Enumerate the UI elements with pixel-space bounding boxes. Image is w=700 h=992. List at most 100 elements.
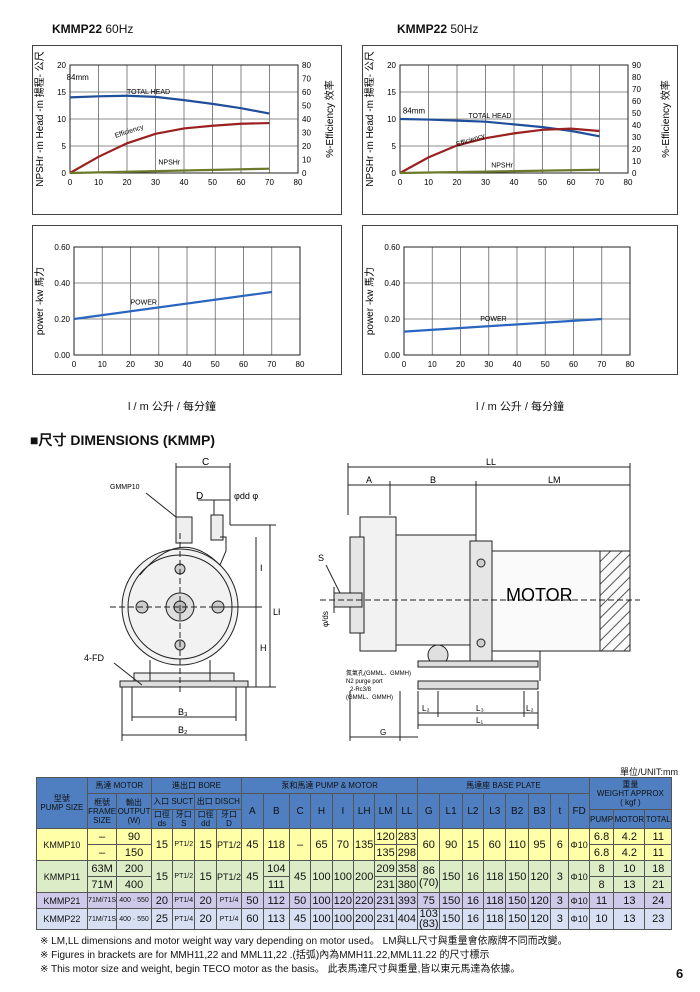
dim-d-label: D [196,491,203,502]
specification-table: 型號 PUMP SIZE 馬達 MOTOR 進出口 BORE 泵和馬達 PUMP… [36,777,673,930]
th-s: 牙口 S [172,809,196,829]
y2-tick-label: 50 [632,109,641,118]
y2-tick-label: 20 [632,145,641,154]
cell: 400 · 550 [116,892,152,909]
cell: 16 [461,892,485,909]
th-col-ll: LL [395,793,419,829]
cell: 400 [116,876,152,893]
x-tick-label: 0 [72,360,77,369]
cell: 60 [483,828,507,861]
y-axis-label: NPSHr -m Head -m 揚程- 公尺 [33,51,46,187]
dim-b2-label: B₂ [178,725,188,735]
cell: 50 [288,892,312,909]
total-head-label: TOTAL HEAD [468,113,511,120]
cell: 118 [483,860,507,893]
row-model: KMMP22 [36,908,88,930]
x-tick-label: 50 [541,360,550,369]
cell: 45 [288,908,312,930]
y-tick-label: 5 [62,142,67,151]
cell: 220 [353,892,376,909]
th-col-g: G [417,793,441,829]
cell: 20 [194,908,217,930]
cell: 150 [439,892,463,909]
x-tick-label: 30 [481,178,490,187]
th-base-plate: 馬達座 BASE PLATE [417,777,590,794]
cell: 60 [241,908,264,930]
cell: 11 [644,828,672,845]
cell: 6.8 [588,828,615,845]
efficiency-label: Efficiency [114,124,145,140]
cell: 11 [644,844,672,861]
note-3: ※ This motor size and weight, begin TECO… [40,964,521,975]
y2-axis-label: %-Efficiency 效率 [659,80,672,158]
y2-tick-label: 50 [302,102,311,111]
cell: 404 [395,908,419,930]
table-row: – 150 135 298 6.8 4.2 11 [37,844,672,861]
x-tick-label: 20 [456,360,465,369]
plot-area [403,246,631,356]
y-tick-label: 0 [62,169,67,178]
y-tick-label: 5 [392,142,397,151]
th-col-l3: L3 [483,793,507,829]
y-tick-label: 0.60 [384,243,400,252]
th-pump-motor: 泵和馬達 PUMP & MOTOR [241,777,419,794]
th-pump-weight: PUMP [588,809,615,829]
y2-tick-label: 20 [302,142,311,151]
cell: 150 [439,860,463,893]
dim-s-label: S [318,553,324,563]
x-tick-label: 60 [567,178,576,187]
cell: 15 [194,860,217,893]
cell: PT1/4 [215,908,243,930]
cell: PT1/2 [215,828,243,861]
cell: 20 [194,892,217,909]
cell: 283 [395,828,419,845]
cell: 50 [241,892,264,909]
cell: 71M/71S [86,908,118,930]
y2-tick-label: 70 [302,75,311,84]
row-model: KMMP21 [36,892,88,909]
x-tick-label: 70 [597,360,606,369]
cell: 100 [310,908,333,930]
x-tick-label: 40 [513,360,522,369]
x-tick-label: 10 [428,360,437,369]
cell: 65 [310,828,333,861]
cell: 86 (70) [417,860,441,893]
th-total-weight: TOTAL [644,809,672,829]
npshr-label: NPSHr [491,163,513,170]
total-head-line [399,117,600,138]
dim-l3-label: L₃ [476,704,484,713]
y-axis-label: power -kw 馬力 [33,267,46,335]
page-number: 6 [676,966,684,981]
table-row: KMMP10 – 90 15 PT1/2 15 PT1/2 45 118 – 6… [36,828,672,861]
th-suct: 入口 SUCT [150,793,196,810]
plot-area [73,246,301,356]
cell: 6.8 [588,844,615,861]
x-tick-label: 20 [126,360,135,369]
power-line [403,317,602,333]
cell: 150 [439,908,463,930]
cell: 63M [86,860,118,877]
chart-frame [32,45,342,215]
cell: 15 [150,828,174,861]
x-tick-label: 70 [595,178,604,187]
power-label: POWER [131,300,157,307]
y-tick-label: 15 [57,88,66,97]
cell: 120 [374,828,397,845]
cell: – [86,844,118,861]
x-tick-label: 80 [624,178,633,187]
th-disch: 出口 DISCH [194,793,243,810]
x-tick-label: 0 [402,360,407,369]
cell: 25 [150,908,174,930]
cell: 400 · 550 [116,908,152,930]
efficiency-line [399,127,600,174]
x-tick-label: 30 [151,178,160,187]
npshr-line [399,168,600,175]
cell: 100 [310,860,333,893]
y-tick-label: 10 [57,115,66,124]
x-tick-label: 80 [294,178,303,187]
x-tick-label: 70 [265,178,274,187]
cell: 118 [262,828,290,861]
y2-tick-label: 80 [302,61,311,70]
